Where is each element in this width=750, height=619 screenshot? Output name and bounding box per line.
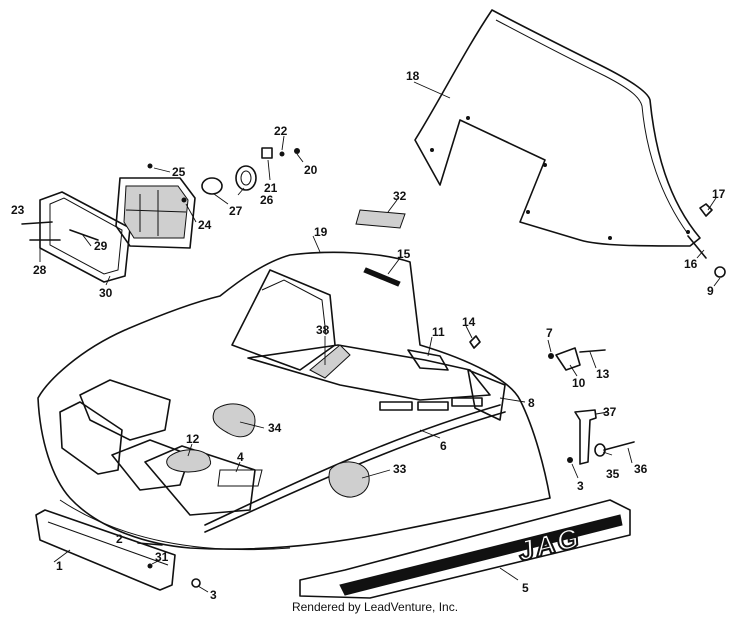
decal-lettering: JAG <box>515 521 584 566</box>
callout-12: 12 <box>186 432 200 446</box>
callout-1: 1 <box>56 559 63 573</box>
callout-28: 28 <box>33 263 47 277</box>
callout-21: 21 <box>264 181 278 195</box>
callout-3: 3 <box>210 588 217 602</box>
callout-27: 27 <box>229 204 243 218</box>
headlight-assembly <box>21 147 300 283</box>
callout-14: 14 <box>462 315 476 329</box>
callout-35: 35 <box>606 467 620 481</box>
callout-labels: 1 2 3 3 4 5 6 7 8 9 10 11 12 13 14 15 16… <box>11 69 726 602</box>
callout-10: 10 <box>572 376 586 390</box>
callout-33: 33 <box>393 462 407 476</box>
callout-19: 19 <box>314 225 328 239</box>
callout-18: 18 <box>406 69 420 83</box>
callout-7: 7 <box>546 326 553 340</box>
callout-34: 34 <box>268 421 282 435</box>
windshield-hardware <box>687 203 726 278</box>
callout-17: 17 <box>712 187 726 201</box>
callout-15: 15 <box>397 247 411 261</box>
hood <box>37 209 551 551</box>
callout-32: 32 <box>393 189 407 203</box>
callout-30: 30 <box>99 286 113 300</box>
callout-23: 23 <box>11 203 25 217</box>
callout-2: 2 <box>116 532 123 546</box>
side-decal: JAG <box>299 499 631 599</box>
callout-3: 3 <box>577 479 584 493</box>
callout-37: 37 <box>603 405 617 419</box>
callout-22: 22 <box>274 124 288 138</box>
callout-11: 11 <box>432 325 445 339</box>
callout-31: 31 <box>155 550 169 564</box>
callout-8: 8 <box>528 396 535 410</box>
callout-26: 26 <box>260 193 274 207</box>
callout-5: 5 <box>522 581 529 595</box>
callout-25: 25 <box>172 165 186 179</box>
callout-20: 20 <box>304 163 318 177</box>
callout-38: 38 <box>316 323 330 337</box>
callout-24: 24 <box>198 218 212 232</box>
callout-29: 29 <box>94 239 108 253</box>
hinge-hardware <box>469 335 635 465</box>
callout-4: 4 <box>237 450 244 464</box>
callout-9: 9 <box>707 284 714 298</box>
credit-line: Rendered by LeadVenture, Inc. <box>291 600 459 614</box>
callout-13: 13 <box>596 367 610 381</box>
callout-16: 16 <box>684 257 698 271</box>
callout-36: 36 <box>634 462 648 476</box>
callout-6: 6 <box>440 439 447 453</box>
leader-lines <box>39 81 721 593</box>
windshield <box>414 9 701 247</box>
lower-bracket <box>35 509 201 591</box>
